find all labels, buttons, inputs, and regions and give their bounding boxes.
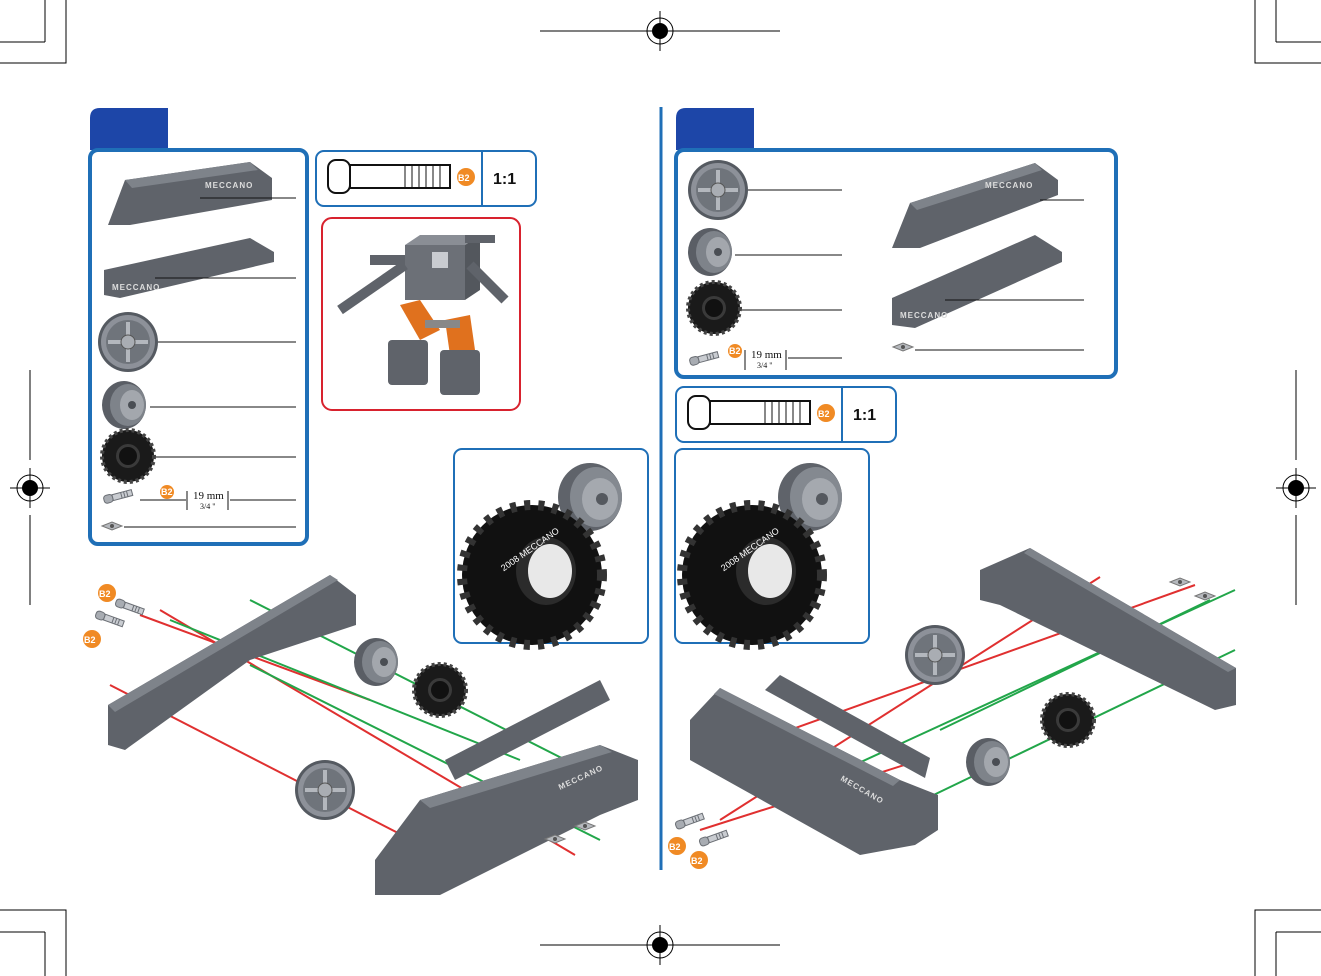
tire-exploded — [414, 664, 466, 716]
svg-text:B2: B2 — [99, 589, 111, 599]
svg-text:B2: B2 — [161, 487, 173, 497]
svg-text:B2: B2 — [691, 856, 703, 866]
tire-detail — [682, 505, 822, 645]
bolt-exploded — [675, 812, 705, 829]
wheel-exploded — [905, 625, 965, 685]
bolt-exploded — [115, 598, 145, 615]
nut-exploded — [1195, 592, 1215, 600]
hub-exploded — [966, 738, 1010, 786]
hub-part — [688, 228, 732, 276]
nut-exploded — [1170, 578, 1190, 586]
hub-exploded — [354, 638, 398, 686]
right-step: B2 19 mm 3/4 " MECCANO MECCANO — [668, 108, 1236, 869]
bolt-length-in: 3/4 " — [200, 502, 216, 511]
svg-text:B2: B2 — [458, 173, 470, 183]
bolt-exploded — [95, 610, 125, 627]
bolt-badge: B2 — [160, 485, 174, 499]
bolt-actual-size — [328, 160, 450, 193]
scale-label: 1:1 — [853, 407, 876, 424]
bolt-exploded — [699, 829, 729, 846]
tire-part — [688, 282, 740, 334]
svg-text:B2: B2 — [669, 842, 681, 852]
wheel-exploded — [295, 760, 355, 820]
bolt-length-mm: 19 mm — [751, 349, 782, 361]
svg-text:B2: B2 — [84, 635, 96, 645]
registration-mark-left — [10, 468, 50, 508]
tire-part — [102, 430, 154, 482]
svg-text:MECCANO: MECCANO — [112, 283, 160, 292]
svg-text:B2: B2 — [818, 409, 830, 419]
registration-mark-top — [640, 11, 680, 51]
svg-text:MECCANO: MECCANO — [900, 311, 948, 320]
scale-label: 1:1 — [493, 171, 516, 188]
bolt-actual-size — [688, 396, 810, 429]
step-tab-left — [90, 108, 168, 150]
svg-text:MECCANO: MECCANO — [205, 181, 253, 190]
hub-part — [102, 381, 146, 429]
svg-text:B2: B2 — [729, 346, 741, 356]
tire-detail — [462, 505, 602, 645]
registration-mark-bottom — [640, 925, 680, 965]
svg-text:MECCANO: MECCANO — [985, 181, 1033, 190]
left-step: MECCANO MECCANO B2 19 mm 3/4 " — [83, 108, 648, 895]
wheel-part — [98, 312, 158, 372]
bolt-length-in: 3/4 " — [757, 361, 773, 370]
tire-exploded — [1042, 694, 1094, 746]
registration-mark-right — [1276, 468, 1316, 508]
step-tab-right — [676, 108, 754, 150]
wheel-part — [688, 160, 748, 220]
bolt-length-mm: 19 mm — [193, 490, 224, 502]
